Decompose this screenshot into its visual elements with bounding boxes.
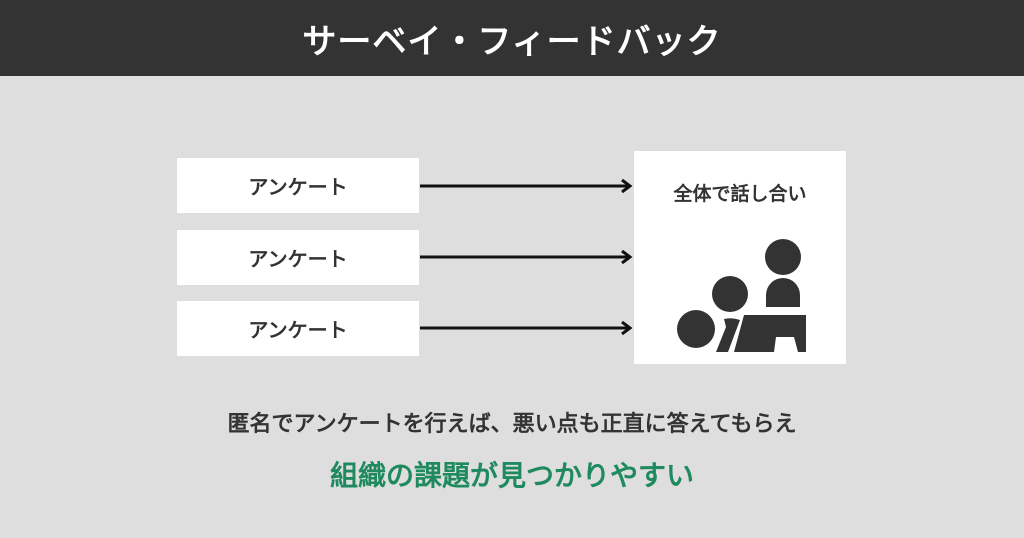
survey-label: アンケート <box>248 318 348 342</box>
arrow-right-icon <box>420 179 633 193</box>
survey-label: アンケート <box>248 247 348 271</box>
arrow-right-icon <box>420 321 633 335</box>
group-discussion-icon <box>677 239 806 352</box>
caption-main: 匿名でアンケートを行えば、悪い点も正直に答えてもらえ <box>227 412 797 437</box>
discussion-title: 全体で話し合い <box>673 183 807 205</box>
discussion-box: 全体で話し合い <box>634 151 846 364</box>
caption-accent: 組織の課題が見つかりやすい <box>329 459 694 492</box>
arrow-right-icon <box>420 250 633 264</box>
page-title: サーベイ・フィードバック <box>302 21 722 62</box>
header-bar: サーベイ・フィードバック <box>0 0 1024 76</box>
survey-box-2: アンケート <box>177 230 419 285</box>
survey-label: アンケート <box>248 175 348 199</box>
survey-box-1: アンケート <box>177 158 419 213</box>
survey-box-3: アンケート <box>177 301 419 356</box>
